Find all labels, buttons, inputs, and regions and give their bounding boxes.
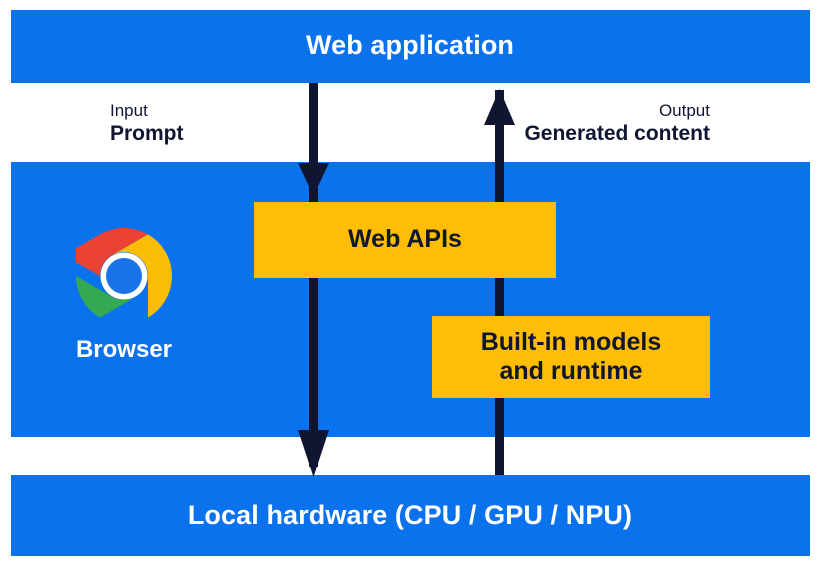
builtin-models-label: Built-in models and runtime [481, 328, 662, 387]
web-application-band [11, 10, 810, 83]
output-value-label: Generated content [524, 122, 710, 146]
local-hardware-label: Local hardware (CPU / GPU / NPU) [187, 500, 633, 530]
browser-label: Browser [75, 336, 173, 363]
web-apis-box[interactable]: Web APIs [254, 202, 556, 278]
input-value-label: Prompt [110, 122, 184, 146]
web-apis-label: Web APIs [348, 225, 462, 254]
builtin-models-box[interactable]: Built-in models and runtime [432, 316, 710, 398]
local-hardware-band [11, 475, 810, 556]
builtin-models-line2: and runtime [499, 357, 643, 385]
output-kind-label: Output [658, 101, 710, 120]
browser-block: Browser [44, 228, 204, 362]
builtin-models-line1: Built-in models [480, 327, 662, 356]
chrome-logo-icon [76, 228, 172, 318]
web-application-label: Web application [305, 30, 515, 60]
input-label-group: Input Prompt [110, 100, 184, 148]
input-kind-label: Input [110, 101, 148, 120]
output-label-group: Output Generated content [524, 100, 710, 148]
